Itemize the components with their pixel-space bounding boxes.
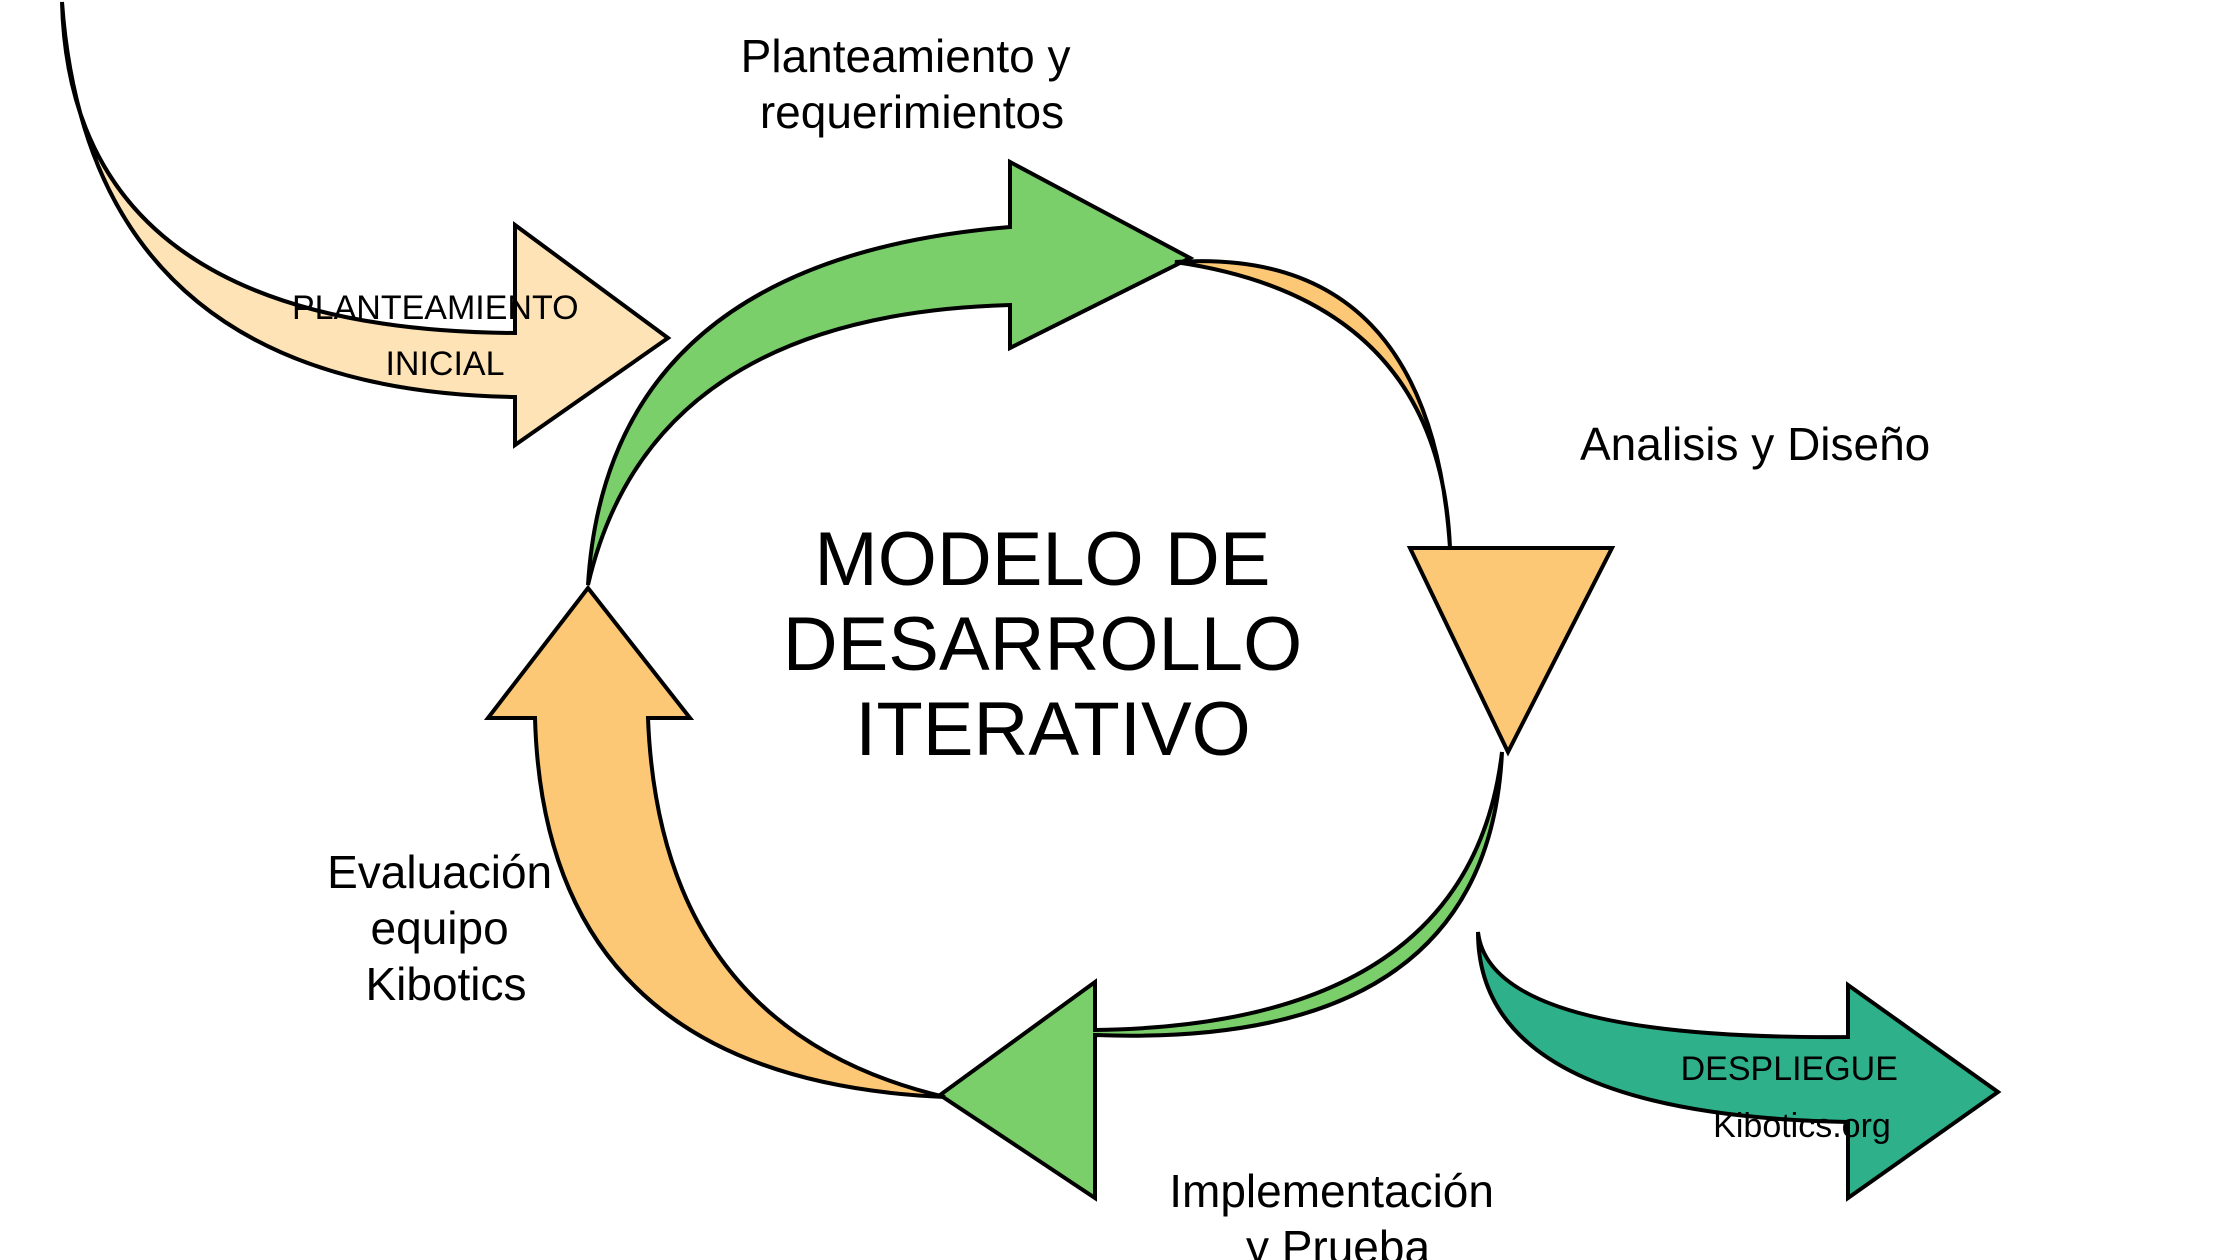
step-analysis-label: Analisis y Diseño [1580,418,1930,470]
step-evaluation-line-2: equipo [371,902,509,954]
requirements-arrow [586,158,1195,586]
step-requirements-line-2: requerimientos [760,86,1064,138]
initial-planning-arrow [60,1,672,449]
step-implementation-label: Implementación y Prueba [1169,1165,1507,1260]
deployment-label: DESPLIEGUE Kibotics.org [1681,1050,1908,1145]
step-implementation-line-2: y Prueba [1246,1221,1431,1260]
initial-planning-label: PLANTEAMIENTO INICIAL [292,289,588,383]
step-evaluation-line-1: Evaluación [327,846,552,898]
step-analysis-line-1: Analisis y Diseño [1580,418,1930,470]
deployment-line-1: DESPLIEGUE [1681,1050,1898,1088]
step-requirements-line-1: Planteamiento y [741,30,1071,82]
title-line-3: ITERATIVO [855,687,1251,772]
step-requirements-label: Planteamiento y requerimientos [741,30,1084,138]
diagram-title: MODELO DE DESARROLLO ITERATIVO [783,517,1324,772]
initial-planning-line-2: INICIAL [385,345,504,383]
step-evaluation-label: Evaluación equipo Kibotics [327,846,565,1010]
deployment-url: Kibotics.org [1713,1107,1891,1145]
initial-planning-line-1: PLANTEAMIENTO [292,289,579,327]
step-evaluation-line-3: Kibotics [365,958,526,1010]
deployment-arrow [1476,931,2002,1202]
implementation-test-arrow [936,751,1504,1202]
title-line-2: DESARROLLO [783,602,1303,687]
evaluation-arrow [483,584,946,1099]
analysis-design-arrow [1174,259,1616,757]
step-implementation-line-1: Implementación [1169,1165,1494,1217]
title-line-1: MODELO DE [814,517,1270,602]
